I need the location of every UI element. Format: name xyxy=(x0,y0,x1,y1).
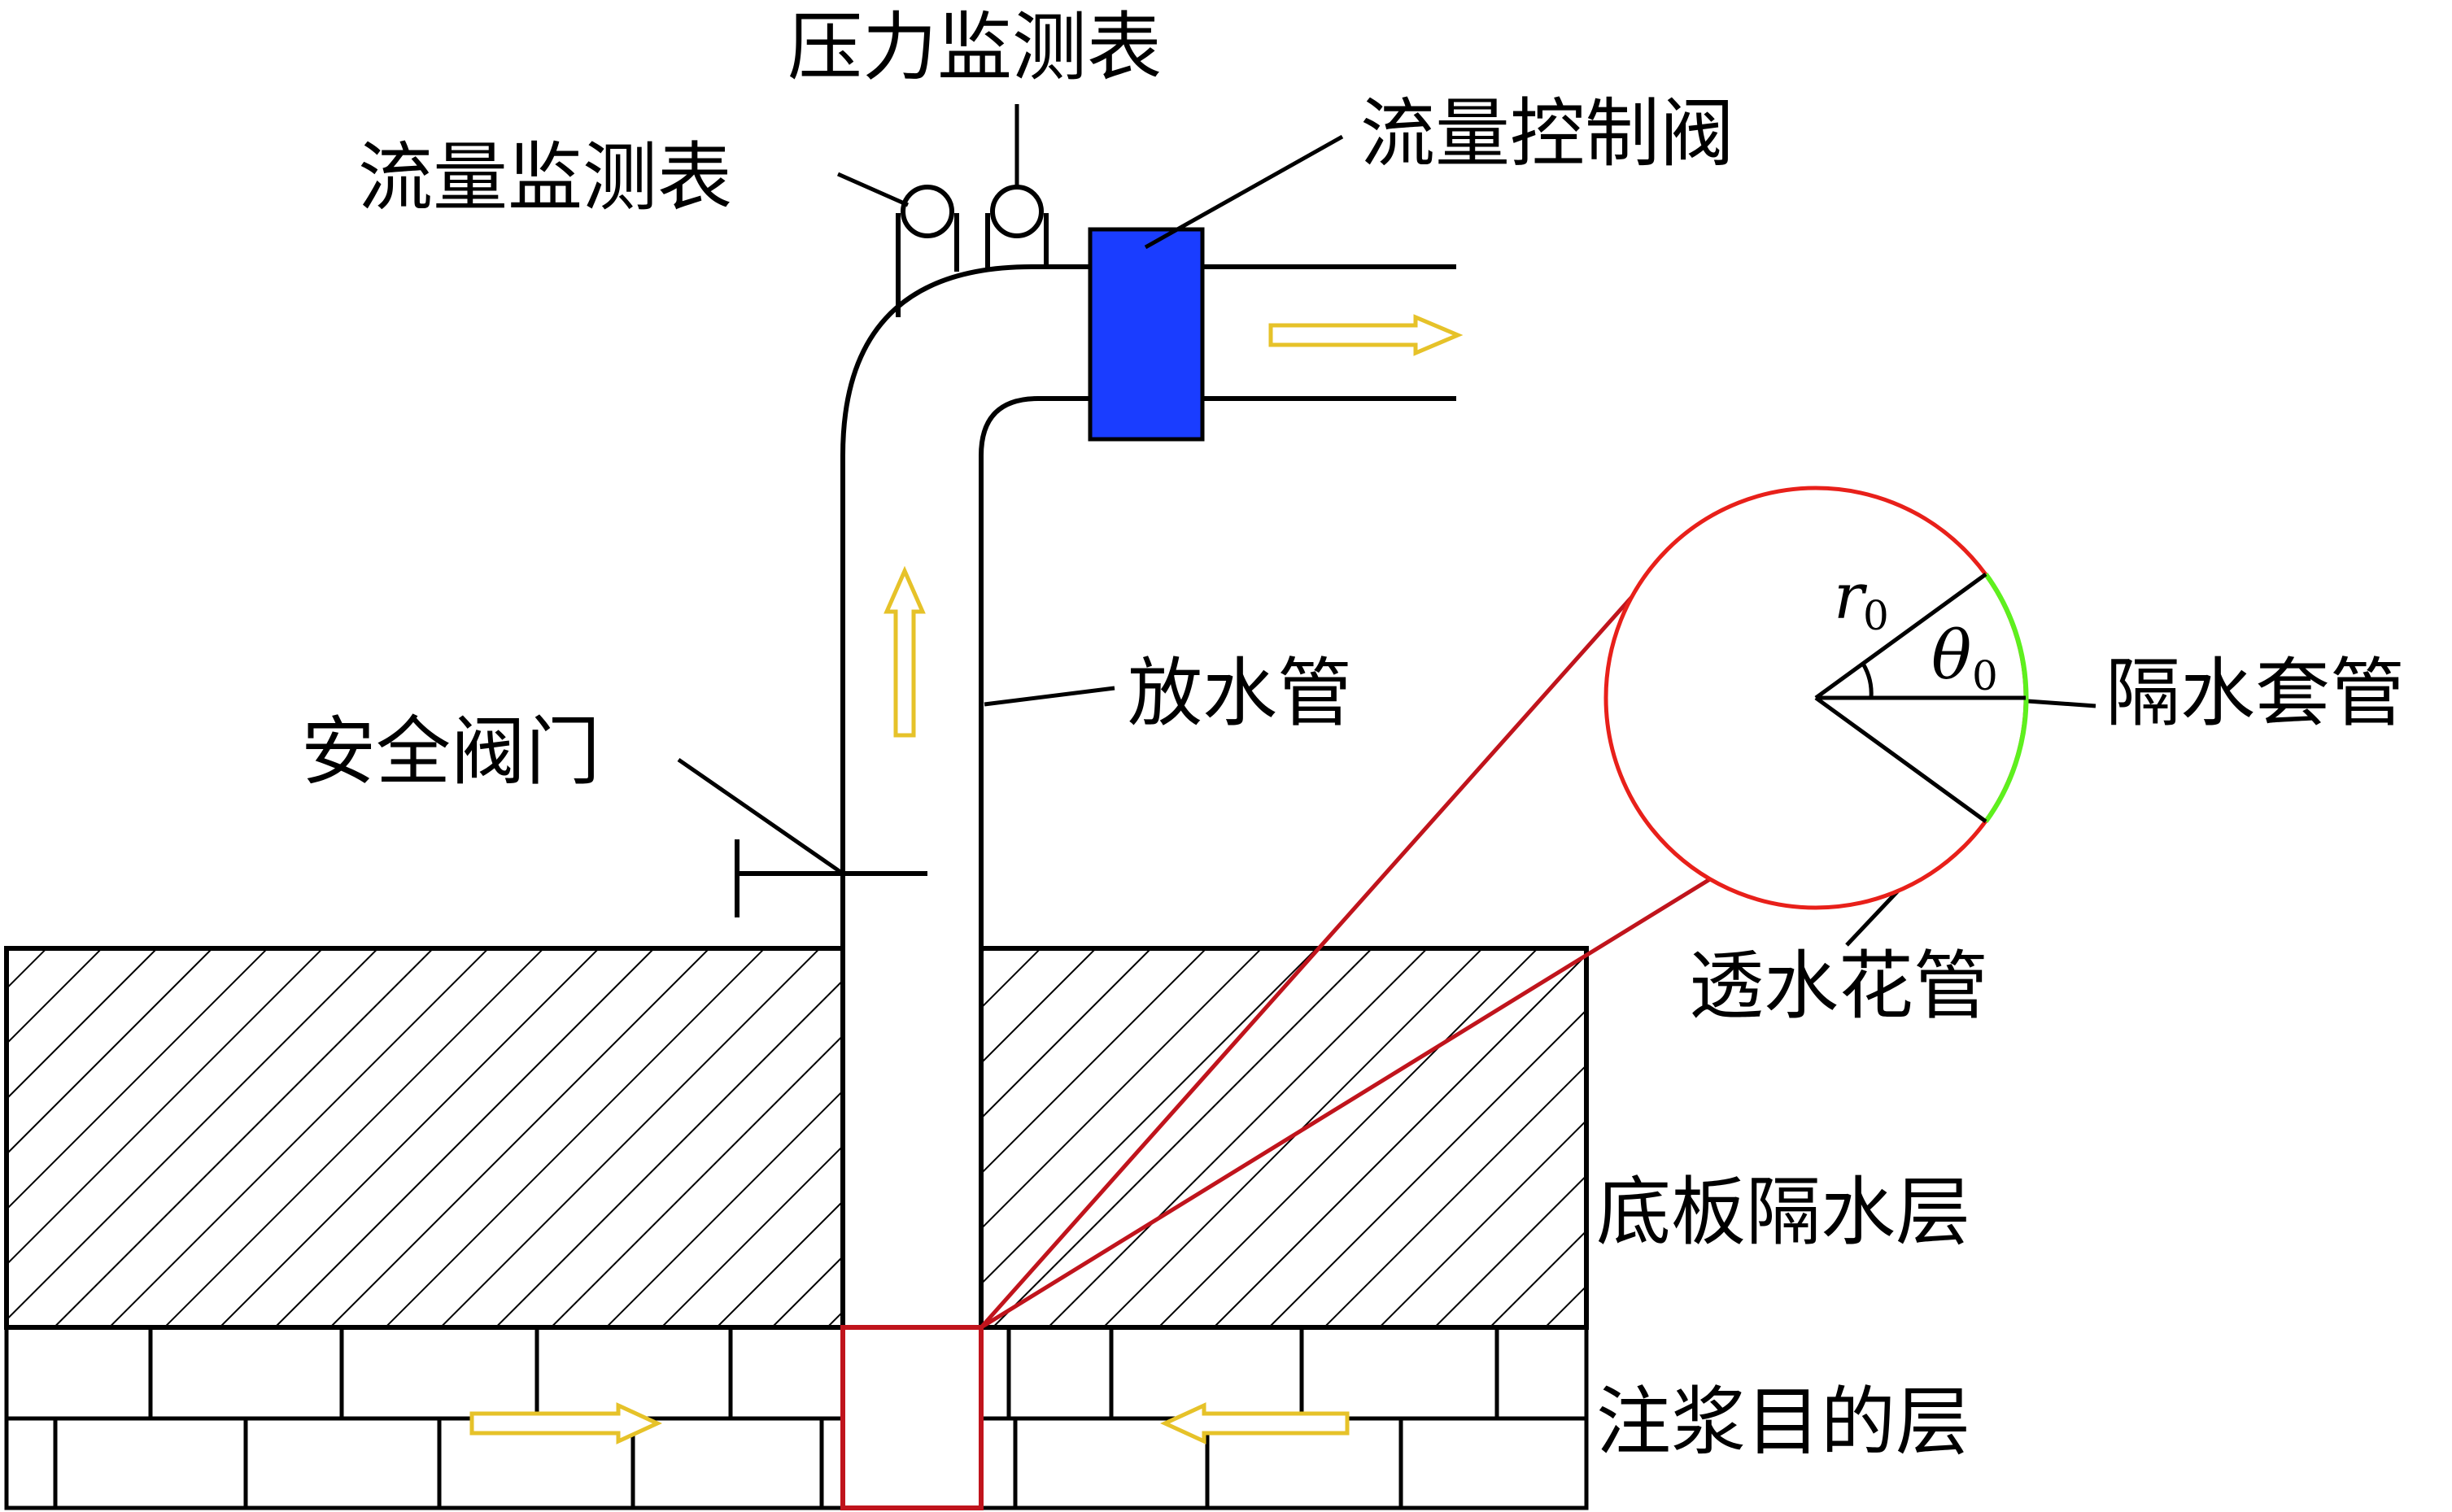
radius-upper xyxy=(1814,572,1987,700)
flow-gauge xyxy=(896,185,959,317)
angle-subscript: 0 xyxy=(1972,652,1998,699)
pressure-gauge-label: 压力监测表 xyxy=(788,4,1162,91)
grouting-target-layer-label: 注浆目的层 xyxy=(1596,1379,1970,1466)
grouting-target-layer xyxy=(4,1325,1589,1510)
valve-leader xyxy=(1144,134,1344,250)
flow-arrow-up xyxy=(884,565,926,738)
pressure-gauge xyxy=(985,185,1049,268)
drain-pipe xyxy=(840,264,1456,1510)
safety-valve-leader xyxy=(677,757,844,876)
flow-arrow-right-inflow xyxy=(1159,1402,1350,1444)
drain-pipe-label: 放水管 xyxy=(1128,650,1352,737)
perforated-pipe-label: 透水花管 xyxy=(1689,943,1988,1030)
isolation-casing-label: 隔水套管 xyxy=(2105,650,2405,737)
radius-subscript: 0 xyxy=(1863,592,1889,639)
flow-arrow-outlet xyxy=(1268,314,1464,356)
radius-symbol: r xyxy=(1834,560,1868,634)
safety-valve xyxy=(735,839,927,917)
isolation-casing-arc xyxy=(1983,573,2029,823)
magnifier xyxy=(1603,486,2029,910)
flow-gauge-label: 流量监测表 xyxy=(358,134,732,221)
safety-valve-label: 安全阀门 xyxy=(301,708,600,795)
perforated-pipe-leader xyxy=(1845,885,1904,947)
leader-lines xyxy=(677,104,2096,947)
radius-lower xyxy=(1814,695,1987,824)
perforated-pipe-section xyxy=(840,1325,984,1510)
floor-aquiclude-label: 底板隔水层 xyxy=(1596,1169,1970,1256)
flow-control-valve-label: 流量控制阀 xyxy=(1360,90,1734,177)
flow-arrow-left-inflow xyxy=(469,1402,663,1444)
angle-symbol: θ xyxy=(1931,617,1971,695)
angle-arc xyxy=(1861,662,1874,699)
floor-aquiclude-layer xyxy=(4,946,1589,1330)
flow-control-valve xyxy=(1088,227,1205,442)
casing-leader xyxy=(2027,699,2096,708)
drain-pipe-leader xyxy=(984,686,1115,707)
flow-gauge-leader xyxy=(836,172,910,207)
zoom-lines xyxy=(979,582,1718,1330)
